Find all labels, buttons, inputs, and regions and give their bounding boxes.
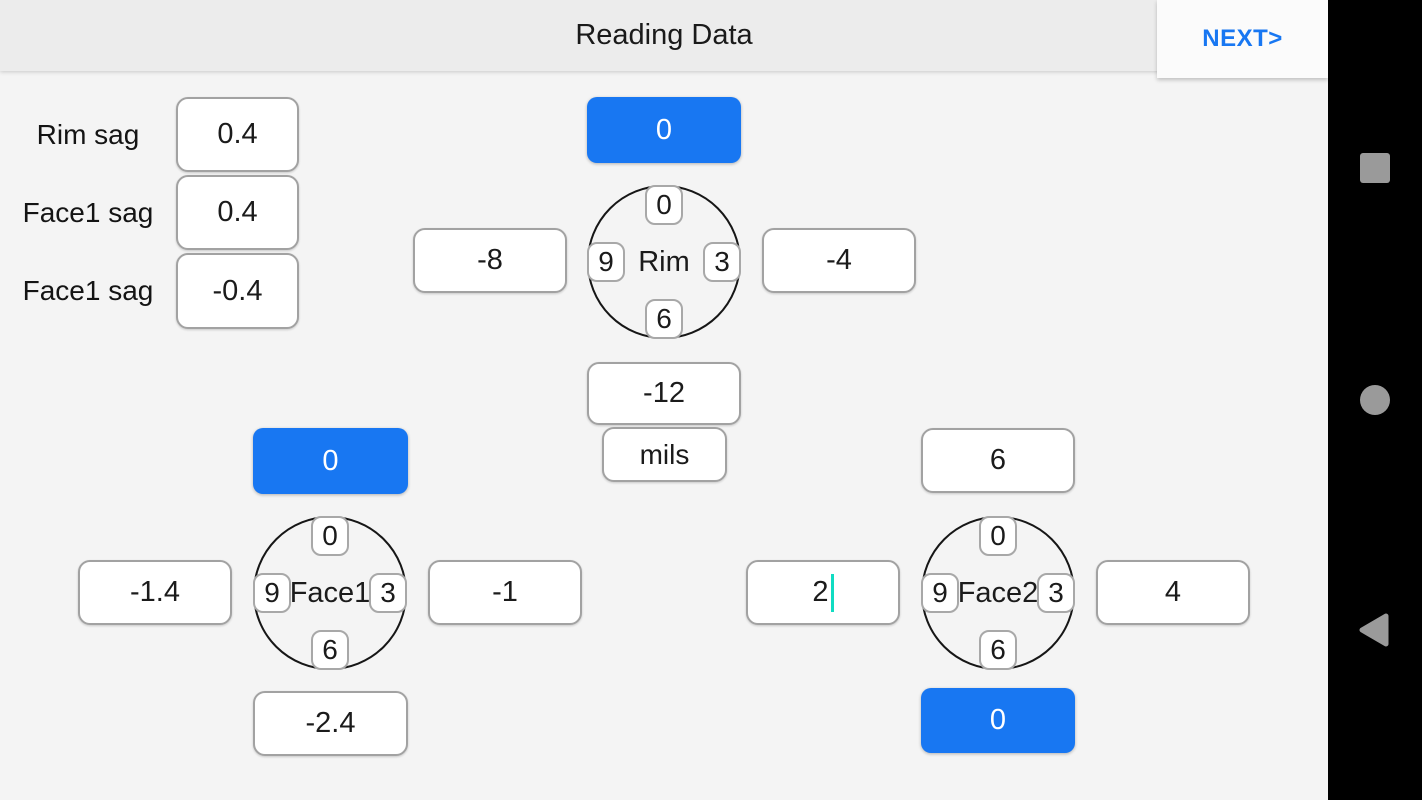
text-cursor: [830, 573, 834, 612]
face1-clock-0: 0: [311, 516, 349, 556]
face1-clock-9: 9: [253, 573, 291, 613]
top-app-bar: Reading Data: [0, 0, 1328, 71]
face2-clock-3: 3: [1037, 573, 1075, 613]
face1-6-oclock-input[interactable]: -2.4: [253, 691, 408, 756]
face1-sag-label: Face1 sag: [22, 196, 154, 228]
page-title: Reading Data: [575, 19, 753, 51]
face1-dial-label: Face1: [289, 576, 371, 609]
rim-clock-9: 9: [587, 242, 625, 282]
rim-dial-label: Rim: [638, 245, 690, 278]
face1-3-oclock-input[interactable]: -1: [428, 560, 582, 625]
face1-zero-button[interactable]: 0: [253, 428, 408, 494]
rim-sag-label: Rim sag: [36, 119, 140, 150]
rim-6-oclock-input[interactable]: -12: [587, 362, 741, 425]
face1-sag-input[interactable]: 0.4: [176, 175, 299, 250]
face2-sag-input[interactable]: -0.4: [176, 253, 299, 329]
android-nav-bar: [1328, 0, 1422, 800]
back-triangle-icon[interactable]: [1355, 611, 1393, 649]
rim-clock-0: 0: [645, 185, 683, 225]
rim-clock-6: 6: [645, 299, 683, 339]
face2-3-oclock-input[interactable]: 4: [1096, 560, 1250, 625]
rim-3-oclock-input[interactable]: -4: [762, 228, 916, 293]
home-circle-icon[interactable]: [1360, 385, 1390, 415]
rim-zero-button[interactable]: 0: [587, 97, 741, 163]
face1-9-oclock-input[interactable]: -1.4: [78, 560, 232, 625]
face2-dial-label: Face2: [957, 576, 1039, 609]
rim-clock-3: 3: [703, 242, 741, 282]
face2-0-oclock-input[interactable]: 6: [921, 428, 1075, 493]
face1-dial: Face1 0 3 6 9: [253, 516, 407, 670]
face1-clock-6: 6: [311, 630, 349, 670]
face1-clock-3: 3: [369, 573, 407, 613]
next-button-label: NEXT>: [1202, 25, 1283, 52]
face2-zero-button[interactable]: 0: [921, 688, 1075, 753]
face2-clock-9: 9: [921, 573, 959, 613]
rim-dial: Rim 0 3 6 9: [587, 185, 741, 339]
units-field[interactable]: mils: [602, 427, 727, 482]
face2-clock-6: 6: [979, 630, 1017, 670]
face2-sag-label: Face1 sag: [22, 275, 154, 306]
face2-9-oclock-input[interactable]: 2: [746, 560, 900, 625]
recents-square-icon[interactable]: [1360, 153, 1390, 183]
rim-sag-input[interactable]: 0.4: [176, 97, 299, 172]
face2-9-oclock-value: 2: [812, 576, 829, 608]
next-button[interactable]: NEXT>: [1157, 0, 1328, 78]
rim-9-oclock-input[interactable]: -8: [413, 228, 567, 293]
face2-clock-0: 0: [979, 516, 1017, 556]
face2-dial: Face2 0 3 6 9: [921, 516, 1075, 670]
